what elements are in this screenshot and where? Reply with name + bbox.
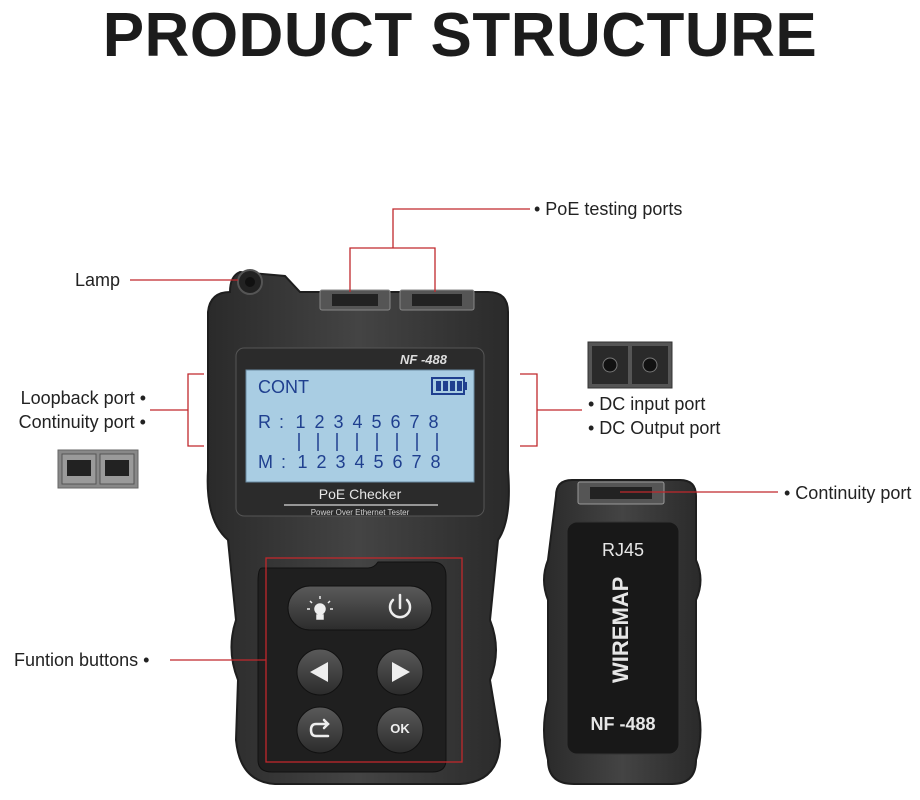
return-icon <box>309 718 330 738</box>
ok-button <box>376 706 424 754</box>
label-dc-output-port: • DC Output port <box>588 418 721 438</box>
row-r-pin: 3 <box>333 412 344 432</box>
row-r-pin: 4 <box>352 412 363 432</box>
row-m-pin: 7 <box>411 452 422 472</box>
right-arrow-icon <box>392 662 410 682</box>
row-m-pin: 2 <box>316 452 327 472</box>
label-function-buttons: Funtion buttons • <box>14 650 150 670</box>
return-button <box>296 706 344 754</box>
label-continuity-port-right: • Continuity port <box>784 483 912 503</box>
power-icon <box>388 593 412 619</box>
remote-label-vertical: WIREMAP <box>608 576 633 683</box>
row-r-pin: 2 <box>314 412 325 432</box>
row-m-pin: 3 <box>335 452 346 472</box>
label-poe-testing-ports: • PoE testing ports <box>534 199 683 219</box>
device-model-label: NF -488 <box>400 352 447 367</box>
row-r-pin: 7 <box>409 412 420 432</box>
page-title: PRODUCT STRUCTURE <box>102 1 818 70</box>
label-lamp: Lamp <box>75 270 121 290</box>
callout-lines <box>130 208 778 763</box>
row-m-pin: 6 <box>392 452 403 472</box>
row-m-pin: 8 <box>430 452 441 472</box>
row-m-pin: 5 <box>373 452 384 472</box>
screen-mode: CONT <box>258 377 309 397</box>
row-r-pin: 6 <box>390 412 401 432</box>
remote-label-top: RJ45 <box>601 540 645 560</box>
lamp-power-button <box>287 585 433 631</box>
remote-unit <box>543 479 702 785</box>
row-m-pin: 1 <box>297 452 308 472</box>
row-r-pin: 8 <box>428 412 439 432</box>
remote-model: NF -488 <box>590 714 656 734</box>
tester-body <box>206 269 510 785</box>
device-name: PoE Checker <box>318 486 402 502</box>
row-r-pin: 1 <box>295 412 306 432</box>
left-arrow-icon <box>310 662 328 682</box>
row-m-label: M <box>258 452 273 472</box>
row-m-pin: 4 <box>354 452 365 472</box>
label-dc-input-port: • DC input port <box>588 394 706 414</box>
lamp-icon <box>307 596 333 620</box>
label-continuity-port-left: Continuity port • <box>18 412 146 432</box>
dc-ports-thumbnail <box>587 341 673 389</box>
row-m-colon: : <box>281 452 287 472</box>
label-loopback-port: Loopback port • <box>20 388 146 408</box>
pin-link-bars <box>298 433 438 451</box>
row-r-label: R <box>258 412 271 432</box>
device-subtitle: Power Over Ethernet Tester <box>310 508 410 517</box>
ok-label: OK <box>390 721 410 736</box>
row-r-colon: : <box>279 412 285 432</box>
row-r-pin: 5 <box>371 412 382 432</box>
rj45-ports-thumbnail <box>57 449 139 489</box>
